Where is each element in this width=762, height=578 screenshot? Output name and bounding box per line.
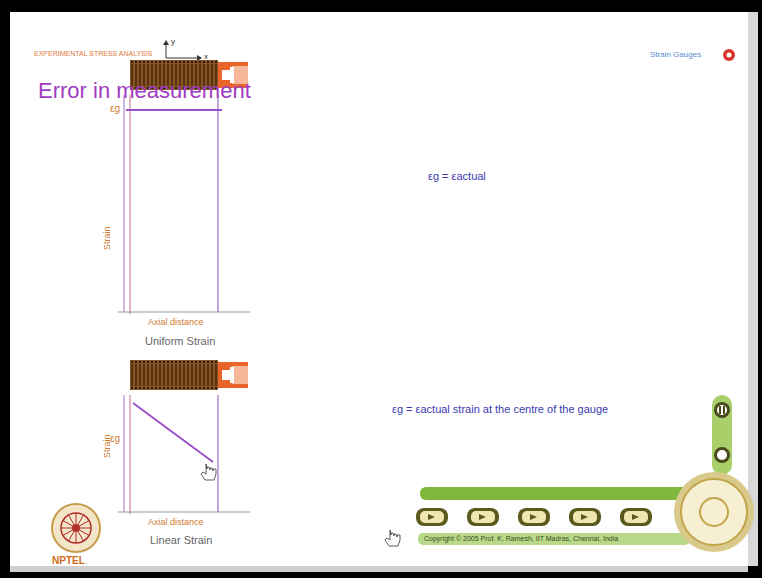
axis-title: Strain <box>103 226 112 250</box>
strain-symbol: εg <box>110 104 120 114</box>
axis-title: Axial distance <box>148 318 204 327</box>
logo-text: NPTEL <box>52 556 85 566</box>
axis-label: x <box>204 53 208 61</box>
axis-label: y <box>171 38 175 46</box>
section-name: Strain Gauges <box>650 51 701 59</box>
strain-gauge <box>130 360 248 390</box>
copyright-note: Copyright © 2005 Prof. K. Ramesh, IIT Ma… <box>424 535 618 542</box>
graph-caption: Uniform Strain <box>145 336 215 347</box>
equation: εg = εactual strain at the centre of the… <box>392 404 608 415</box>
equation: εg = εactual <box>428 171 486 182</box>
course-header: EXPERIMENTAL STRESS ANALYSIS <box>34 50 153 57</box>
slide-title: Error in measurement <box>38 80 251 102</box>
axis-title: Axial distance <box>148 518 204 527</box>
graph-caption: Linear Strain <box>150 535 212 546</box>
axis-title: Strain <box>103 434 112 458</box>
